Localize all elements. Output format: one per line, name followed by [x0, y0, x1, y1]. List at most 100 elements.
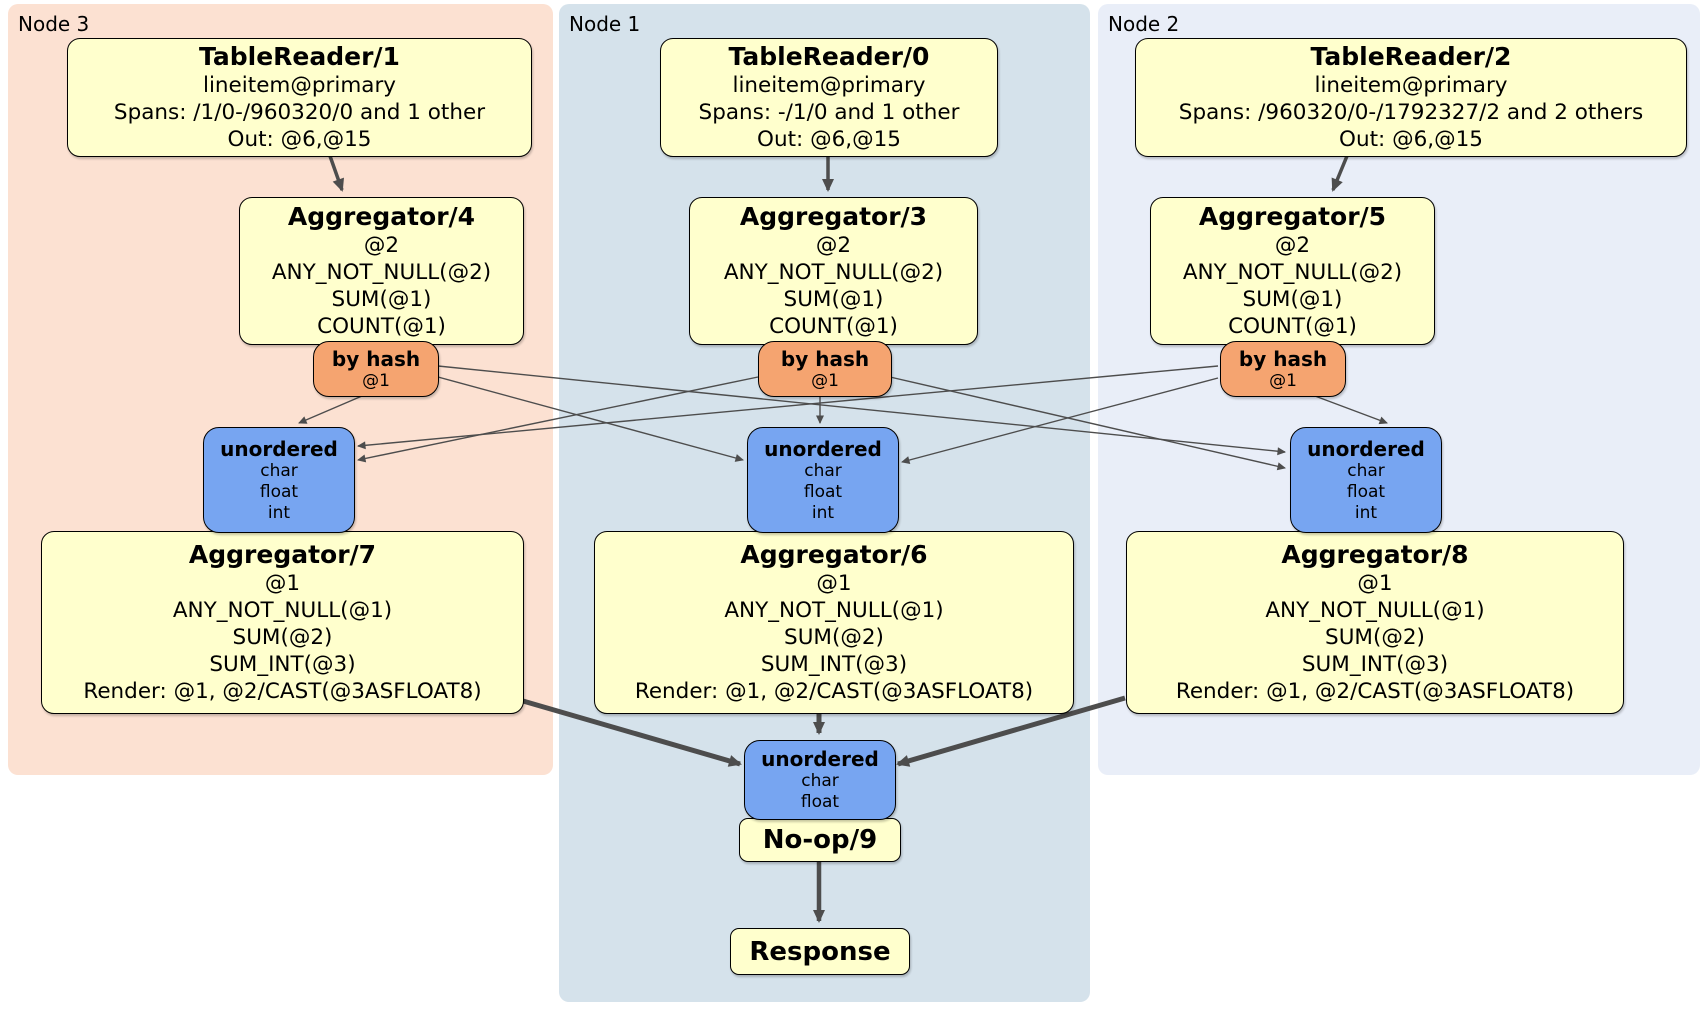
aggregator-7-fn-anynotnull: ANY_NOT_NULL(@1)	[172, 598, 393, 623]
aggregator-8-groupcols: @1	[1357, 571, 1393, 596]
edge-tablereader1-aggregator4	[328, 155, 344, 192]
edge-tablereader2-aggregator5	[1331, 155, 1349, 192]
response-box: Response	[730, 928, 910, 975]
aggregator-5-groupcols: @2	[1274, 233, 1311, 258]
unordered-sync-node3: unordered char float int	[203, 427, 355, 533]
tablereader-1-title: TableReader/1	[199, 42, 400, 71]
edge-hash3-sync1	[437, 376, 744, 462]
aggregator-5-fn-sum: SUM(@1)	[1242, 287, 1343, 312]
unordered-sync-final-title: unordered	[761, 747, 879, 771]
aggregator-4-fn-count: COUNT(@1)	[317, 314, 446, 339]
tablereader-0-index: lineitem@primary	[732, 73, 926, 98]
aggregator-6-groupcols: @1	[816, 571, 852, 596]
aggregator-7-title: Aggregator/7	[188, 540, 377, 569]
aggregator-4-box: Aggregator/4 @2 ANY_NOT_NULL(@2) SUM(@1)…	[239, 197, 524, 345]
edge-aggregator7-finalsync	[522, 698, 742, 767]
unordered-sync-node3-col-char: char	[260, 460, 298, 481]
hash-router-node3-title: by hash	[331, 346, 421, 371]
unordered-sync-node3-title: unordered	[220, 436, 338, 461]
unordered-sync-node3-col-int: int	[267, 502, 291, 523]
node2-region-label: Node 2	[1108, 12, 1180, 36]
unordered-sync-node1-title: unordered	[764, 436, 882, 461]
unordered-sync-node2-col-float: float	[1346, 481, 1386, 502]
aggregator-5-box: Aggregator/5 @2 ANY_NOT_NULL(@2) SUM(@1)…	[1150, 197, 1435, 345]
node1-region-label: Node 1	[569, 12, 641, 36]
aggregator-4-fn-sum: SUM(@1)	[331, 287, 432, 312]
aggregator-6-box: Aggregator/6 @1 ANY_NOT_NULL(@1) SUM(@2)…	[594, 531, 1074, 714]
aggregator-7-fn-sum: SUM(@2)	[232, 625, 333, 650]
hash-router-node3: by hash @1	[313, 341, 439, 397]
tablereader-2-index: lineitem@primary	[1314, 73, 1508, 98]
aggregator-7-box: Aggregator/7 @1 ANY_NOT_NULL(@1) SUM(@2)…	[41, 531, 524, 714]
edge-hash2-sync3	[357, 365, 1219, 450]
unordered-sync-node2-col-int: int	[1354, 502, 1378, 523]
tablereader-1-spans: Spans: /1/0-/960320/0 and 1 other	[113, 100, 486, 125]
hash-router-node3-cols: @1	[362, 370, 390, 391]
aggregator-6-fn-sumint: SUM_INT(@3)	[760, 652, 908, 677]
edge-hash1-sync2	[889, 376, 1286, 471]
hash-router-node1: by hash @1	[758, 341, 892, 397]
edge-hash2-sync1	[901, 377, 1219, 464]
aggregator-3-box: Aggregator/3 @2 ANY_NOT_NULL(@2) SUM(@1)…	[689, 197, 978, 345]
aggregator-6-render: Render: @1, @2/CAST(@3ASFLOAT8)	[634, 679, 1034, 704]
aggregator-8-title: Aggregator/8	[1281, 540, 1469, 569]
response-title: Response	[749, 936, 891, 967]
edge-aggregator8-finalsync	[896, 695, 1126, 767]
tablereader-1-index: lineitem@primary	[202, 73, 397, 98]
tablereader-0-title: TableReader/0	[728, 42, 930, 71]
unordered-sync-final: unordered char float	[744, 740, 896, 820]
aggregator-4-title: Aggregator/4	[287, 202, 476, 231]
aggregator-8-render: Render: @1, @2/CAST(@3ASFLOAT8)	[1175, 679, 1575, 704]
aggregator-8-fn-sumint: SUM_INT(@3)	[1301, 652, 1449, 677]
aggregator-7-groupcols: @1	[264, 571, 301, 596]
edge-hash2-sync2	[1314, 395, 1388, 425]
unordered-sync-final-col-char: char	[801, 771, 839, 791]
unordered-sync-node1: unordered char float int	[747, 427, 899, 533]
aggregator-7-render: Render: @1, @2/CAST(@3ASFLOAT8)	[83, 679, 482, 704]
tablereader-0-box: TableReader/0 lineitem@primary Spans: -/…	[660, 38, 998, 157]
unordered-sync-node1-col-char: char	[804, 460, 842, 481]
aggregator-5-title: Aggregator/5	[1198, 202, 1387, 231]
aggregator-4-fn-anynotnull: ANY_NOT_NULL(@2)	[271, 260, 492, 285]
aggregator-5-fn-anynotnull: ANY_NOT_NULL(@2)	[1182, 260, 1403, 285]
tablereader-1-out: Out: @6,@15	[227, 127, 372, 152]
tablereader-0-spans: Spans: -/1/0 and 1 other	[698, 100, 960, 125]
aggregator-8-fn-sum: SUM(@2)	[1325, 625, 1425, 650]
aggregator-5-fn-count: COUNT(@1)	[1228, 314, 1357, 339]
aggregator-3-groupcols: @2	[815, 233, 852, 258]
node3-region-label: Node 3	[18, 12, 90, 36]
hash-router-node1-cols: @1	[811, 370, 839, 391]
unordered-sync-node3-col-float: float	[259, 481, 299, 502]
aggregator-8-fn-anynotnull: ANY_NOT_NULL(@1)	[1265, 598, 1485, 623]
hash-router-node2: by hash @1	[1220, 341, 1346, 397]
aggregator-6-fn-sum: SUM(@2)	[784, 625, 884, 650]
edge-hash1-sync3	[357, 376, 759, 463]
tablereader-0-out: Out: @6,@15	[757, 127, 901, 152]
noop-9-box: No-op/9	[739, 818, 901, 862]
noop-9-title: No-op/9	[762, 825, 878, 855]
tablereader-2-out: Out: @6,@15	[1339, 127, 1483, 152]
tablereader-2-title: TableReader/2	[1310, 42, 1512, 71]
unordered-sync-node1-col-float: float	[803, 481, 843, 502]
aggregator-3-fn-count: COUNT(@1)	[769, 314, 898, 339]
aggregator-8-box: Aggregator/8 @1 ANY_NOT_NULL(@1) SUM(@2)…	[1126, 531, 1624, 714]
aggregator-6-fn-anynotnull: ANY_NOT_NULL(@1)	[724, 598, 944, 623]
aggregator-3-title: Aggregator/3	[739, 202, 928, 231]
tablereader-2-spans: Spans: /960320/0-/1792327/2 and 2 others	[1178, 100, 1644, 125]
hash-router-node2-title: by hash	[1238, 346, 1328, 371]
hash-router-node1-title: by hash	[780, 346, 870, 371]
unordered-sync-final-col-float: float	[800, 792, 840, 812]
aggregator-3-fn-sum: SUM(@1)	[783, 287, 884, 312]
aggregator-3-fn-anynotnull: ANY_NOT_NULL(@2)	[723, 260, 944, 285]
aggregator-4-groupcols: @2	[363, 233, 400, 258]
tablereader-1-box: TableReader/1 lineitem@primary Spans: /1…	[67, 38, 532, 157]
edge-hash3-sync3	[298, 395, 363, 424]
unordered-sync-node2: unordered char float int	[1290, 427, 1442, 533]
edge-hash3-sync2	[437, 365, 1286, 456]
unordered-sync-node2-title: unordered	[1307, 436, 1425, 461]
aggregator-6-title: Aggregator/6	[740, 540, 928, 569]
unordered-sync-node1-col-int: int	[811, 502, 835, 523]
unordered-sync-node2-col-char: char	[1347, 460, 1385, 481]
